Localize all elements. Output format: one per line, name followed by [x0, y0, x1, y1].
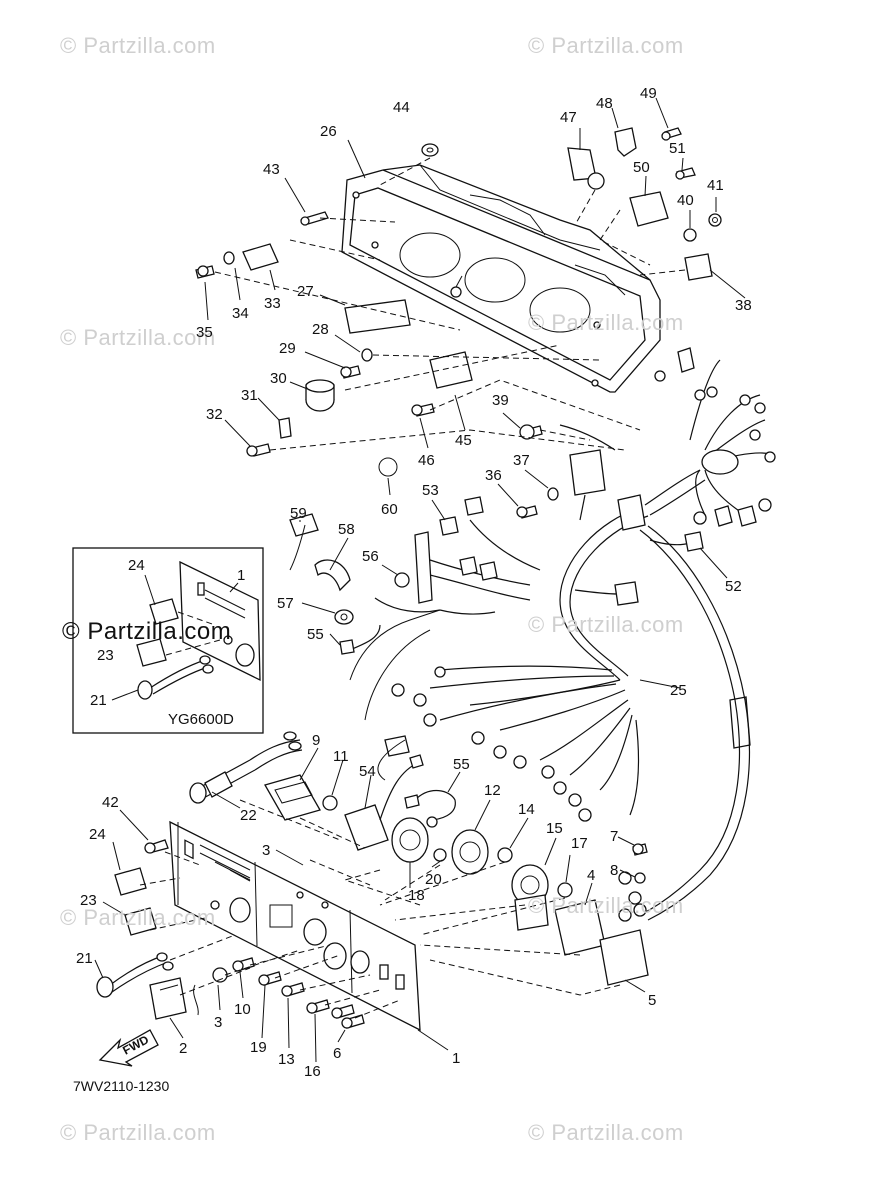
- part-label[interactable]: 46: [418, 452, 435, 469]
- part-label[interactable]: 44: [393, 99, 410, 116]
- watermark: © Partzilla.com: [528, 612, 684, 637]
- part-label[interactable]: 9: [312, 732, 321, 749]
- part-label[interactable]: 29: [279, 340, 296, 357]
- part-label[interactable]: 20: [425, 871, 442, 888]
- part-label[interactable]: 40: [677, 192, 694, 209]
- part-label[interactable]: 55: [307, 626, 324, 643]
- part-label[interactable]: 15: [546, 820, 563, 837]
- part-label[interactable]: 42: [102, 794, 119, 811]
- part-label[interactable]: 26: [320, 123, 337, 140]
- part-label[interactable]: 8: [610, 862, 619, 879]
- part-label[interactable]: 33: [264, 295, 281, 312]
- part-label[interactable]: 11: [333, 748, 349, 765]
- part-label[interactable]: 57: [277, 595, 294, 612]
- part-label[interactable]: 4: [587, 867, 596, 884]
- watermark: © Partzilla.com: [528, 33, 684, 58]
- inset-watermark: © Partzilla.com: [62, 618, 232, 645]
- part-label[interactable]: 17: [571, 835, 588, 852]
- part-label[interactable]: 24: [89, 826, 106, 843]
- inset-part-label[interactable]: 1: [237, 567, 246, 584]
- watermark: © Partzilla.com: [528, 1120, 684, 1145]
- watermark: © Partzilla.com: [60, 325, 216, 350]
- part-label[interactable]: 10: [234, 1001, 251, 1018]
- part-label[interactable]: 19: [250, 1039, 267, 1056]
- part-label[interactable]: 28: [312, 321, 329, 338]
- part-label[interactable]: 27: [297, 283, 314, 300]
- part-label[interactable]: 22: [240, 807, 257, 824]
- part-label[interactable]: 16: [304, 1063, 321, 1080]
- part-label[interactable]: 45: [455, 432, 472, 449]
- part-label[interactable]: 54: [359, 763, 376, 780]
- part-label[interactable]: 39: [492, 392, 509, 409]
- diagram-reference-code: 7WV2110-1230: [73, 1078, 170, 1094]
- part-label[interactable]: 2: [179, 1040, 188, 1057]
- part-label[interactable]: 56: [362, 548, 379, 565]
- part-label[interactable]: 25: [670, 682, 687, 699]
- part-label[interactable]: 53: [422, 482, 439, 499]
- part-label[interactable]: 3: [262, 842, 271, 859]
- part-label[interactable]: 58: [338, 521, 355, 538]
- part-label[interactable]: 32: [206, 406, 223, 423]
- part-label[interactable]: 34: [232, 305, 249, 322]
- part-label[interactable]: 18: [408, 887, 425, 904]
- control-box-housing: [341, 164, 661, 393]
- inset-model-caption: YG6600D: [168, 711, 234, 728]
- part-label[interactable]: 52: [725, 578, 742, 595]
- bottom-leader-lines: [139, 799, 621, 1019]
- part-label[interactable]: 31: [241, 387, 258, 404]
- part-label[interactable]: 23: [80, 892, 97, 909]
- lower-parts: [96, 731, 649, 1067]
- watermark: © Partzilla.com: [60, 905, 216, 930]
- top-small-parts: [195, 127, 722, 519]
- inset-part-label[interactable]: 23: [97, 647, 114, 664]
- part-label[interactable]: 30: [270, 370, 287, 387]
- inset-part-label[interactable]: 24: [128, 557, 145, 574]
- top-leader-lines: [214, 157, 686, 451]
- part-label[interactable]: 14: [518, 801, 535, 818]
- part-label[interactable]: 55: [453, 756, 470, 773]
- part-label[interactable]: 48: [596, 95, 613, 112]
- part-label[interactable]: 35: [196, 324, 213, 341]
- part-label[interactable]: 21: [76, 950, 93, 967]
- label-leaders: [94, 97, 746, 1063]
- part-label[interactable]: 13: [278, 1051, 295, 1068]
- part-label[interactable]: 7: [610, 828, 619, 845]
- part-label[interactable]: 47: [560, 109, 577, 126]
- watermark: © Partzilla.com: [528, 310, 684, 335]
- part-label[interactable]: 3: [214, 1014, 223, 1031]
- part-label[interactable]: 49: [640, 85, 657, 102]
- part-label[interactable]: 59: [290, 505, 307, 522]
- watermark: © Partzilla.com: [60, 1120, 216, 1145]
- part-label[interactable]: 12: [484, 782, 501, 799]
- front-panel: [169, 820, 421, 1032]
- part-label[interactable]: 36: [485, 467, 502, 484]
- watermark: © Partzilla.com: [60, 33, 216, 58]
- part-label[interactable]: 41: [707, 177, 724, 194]
- wiring-harness: [289, 347, 776, 922]
- watermark: © Partzilla.com: [528, 893, 684, 918]
- part-label[interactable]: 38: [735, 297, 752, 314]
- part-label[interactable]: 1: [452, 1050, 461, 1067]
- part-label[interactable]: 37: [513, 452, 530, 469]
- part-label[interactable]: 5: [648, 992, 657, 1009]
- part-label[interactable]: 51: [669, 140, 686, 157]
- part-label[interactable]: 43: [263, 161, 280, 178]
- part-label[interactable]: 50: [633, 159, 650, 176]
- part-label[interactable]: 6: [333, 1045, 342, 1062]
- inset-part-label[interactable]: 21: [90, 692, 107, 709]
- part-label[interactable]: 60: [381, 501, 398, 518]
- yg6600d-inset: [72, 547, 264, 734]
